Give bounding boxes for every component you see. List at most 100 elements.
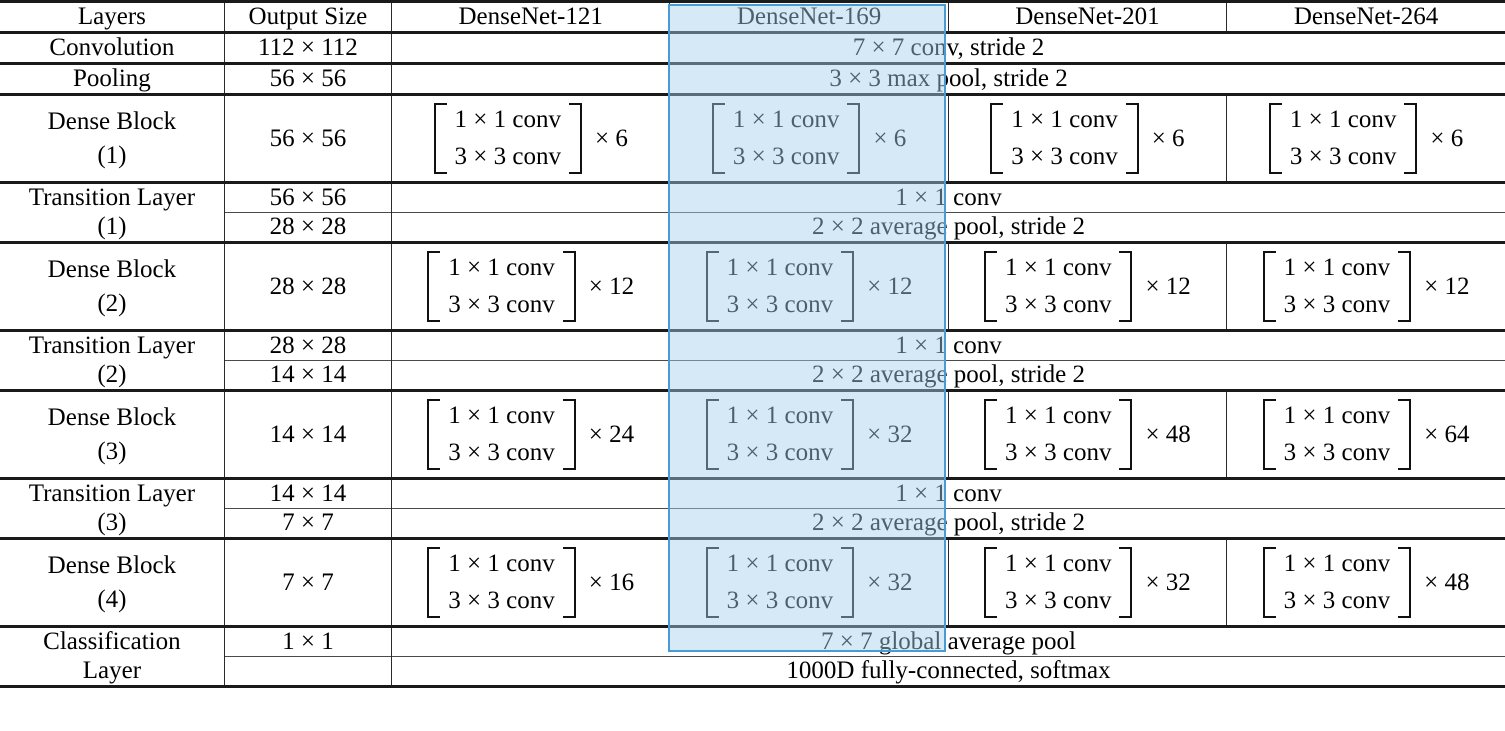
bracket-left-icon	[705, 251, 719, 322]
table-row-transition-layer-3a: Transition Layer 14 × 14 1 × 1 conv	[0, 477, 1505, 509]
block-cell-densenet-201: 1 × 1 conv 3 × 3 conv × 12	[948, 241, 1228, 331]
table-row-dense-block-3: Dense Block (3) 14 × 14 1 × 1 conv 3 × 3…	[0, 389, 1505, 479]
bracket-right-icon	[562, 251, 576, 322]
repeat-multiplier: × 32	[867, 420, 913, 448]
bracket-group: 1 × 1 conv 3 × 3 conv	[705, 251, 855, 322]
layer-name-sub: (4)	[97, 585, 127, 613]
span-description: 1 × 1 conv	[391, 477, 1505, 509]
output-size: 56 × 56	[223, 62, 393, 95]
conv-line-2: 3 × 3 conv	[1283, 439, 1391, 466]
bracket-left-icon	[984, 399, 997, 470]
header-cell-densenet-264: DenseNet-264	[1226, 0, 1505, 33]
layer-name-sub: Layer	[0, 656, 225, 688]
layer-name: Transition Layer	[0, 181, 225, 213]
table-header-row: Layers Output Size DenseNet-121 DenseNet…	[0, 0, 1505, 33]
conv-line-2: 3 × 3 conv	[1005, 291, 1112, 318]
span-description: 3 × 3 max pool, stride 2	[391, 62, 1505, 95]
header-cell-layers: Layers	[0, 0, 225, 33]
bracket-group: 1 × 1 conv 3 × 3 conv	[1262, 251, 1412, 322]
bracket-group: 1 × 1 conv 3 × 3 conv	[433, 103, 582, 174]
conv-line-2: 3 × 3 conv	[1283, 291, 1391, 318]
conv-line-1: 1 × 1 conv	[732, 106, 840, 133]
block-cell-densenet-121: 1 × 1 conv 3 × 3 conv × 24	[391, 389, 671, 479]
conv-line-2: 3 × 3 conv	[1289, 143, 1397, 170]
bracket-left-icon	[427, 399, 441, 470]
conv-line-1: 1 × 1 conv	[454, 106, 561, 133]
layer-name-sub: (2)	[97, 289, 127, 317]
table-row-pooling: Pooling 56 × 56 3 × 3 max pool, stride 2	[0, 62, 1505, 95]
conv-line-1: 1 × 1 conv	[1005, 254, 1112, 281]
block-cell-densenet-264: 1 × 1 conv 3 × 3 conv × 12	[1226, 241, 1505, 331]
bracket-left-icon	[705, 547, 719, 618]
bracket-left-icon	[984, 547, 997, 618]
table-row-dense-block-4: Dense Block (4) 7 × 7 1 × 1 conv 3 × 3 c…	[0, 537, 1505, 627]
conv-line-2: 3 × 3 conv	[726, 439, 834, 466]
conv-line-1: 1 × 1 conv	[448, 550, 555, 577]
conv-line-1: 1 × 1 conv	[448, 402, 555, 429]
repeat-multiplier: × 12	[588, 272, 635, 300]
conv-line-1: 1 × 1 conv	[726, 402, 834, 429]
repeat-multiplier: × 12	[1424, 272, 1470, 300]
conv-line-2: 3 × 3 conv	[448, 439, 555, 466]
block-cell-densenet-169: 1 × 1 conv 3 × 3 conv × 32	[669, 537, 949, 627]
table-row-transition-layer-3b: (3) 7 × 7 2 × 2 average pool, stride 2	[0, 508, 1505, 539]
layer-name: Classification	[0, 625, 225, 657]
conv-line-1: 1 × 1 conv	[448, 254, 555, 281]
conv-line-1: 1 × 1 conv	[1283, 550, 1391, 577]
layer-name: Transition Layer	[0, 329, 225, 361]
bracket-left-icon	[433, 103, 447, 174]
bracket-group: 1 × 1 conv 3 × 3 conv	[984, 547, 1133, 618]
layer-name: Pooling	[0, 62, 225, 95]
layer-name-cell: Dense Block (3)	[0, 389, 225, 479]
output-size: 56 × 56	[223, 181, 393, 213]
repeat-multiplier: × 32	[867, 568, 913, 596]
conv-line-2: 3 × 3 conv	[448, 291, 555, 318]
output-size: 112 × 112	[223, 31, 393, 64]
output-size: 56 × 56	[223, 93, 393, 183]
header-cell-densenet-201: DenseNet-201	[948, 0, 1228, 33]
bracket-right-icon	[568, 103, 582, 174]
conv-line-2: 3 × 3 conv	[454, 143, 561, 170]
block-cell-densenet-264: 1 × 1 conv 3 × 3 conv × 6	[1226, 93, 1505, 183]
conv-line-2: 3 × 3 conv	[1005, 587, 1112, 614]
span-description: 7 × 7 global average pool	[391, 625, 1505, 657]
block-cell-densenet-264: 1 × 1 conv 3 × 3 conv × 64	[1226, 389, 1505, 479]
repeat-multiplier: × 48	[1424, 568, 1470, 596]
bracket-group: 1 × 1 conv 3 × 3 conv	[705, 547, 855, 618]
conv-line-2: 3 × 3 conv	[726, 291, 834, 318]
bracket-right-icon	[1398, 547, 1412, 618]
output-size: 1 × 1	[223, 625, 393, 657]
conv-line-2: 3 × 3 conv	[726, 587, 834, 614]
bracket-right-icon	[841, 547, 855, 618]
output-size: 28 × 28	[223, 241, 393, 331]
output-size: 14 × 14	[223, 389, 393, 479]
bracket-left-icon	[984, 251, 997, 322]
bracket-group: 1 × 1 conv 3 × 3 conv	[984, 251, 1133, 322]
block-cell-densenet-169: 1 × 1 conv 3 × 3 conv × 12	[669, 241, 949, 331]
bracket-right-icon	[847, 103, 861, 174]
repeat-multiplier: × 48	[1145, 420, 1191, 448]
conv-line-2: 3 × 3 conv	[1011, 143, 1118, 170]
densenet-architecture-table: Layers Output Size DenseNet-121 DenseNet…	[0, 0, 1505, 688]
bracket-left-icon	[427, 547, 441, 618]
bracket-right-icon	[1398, 399, 1412, 470]
bracket-left-icon	[705, 399, 719, 470]
bracket-right-icon	[562, 547, 576, 618]
table-row-classification-a: Classification 1 × 1 7 × 7 global averag…	[0, 625, 1505, 657]
bracket-left-icon	[1262, 251, 1276, 322]
bracket-group: 1 × 1 conv 3 × 3 conv	[427, 251, 576, 322]
output-size: 14 × 14	[223, 360, 393, 391]
repeat-multiplier: × 6	[1151, 124, 1185, 152]
table-row-transition-layer-1a: Transition Layer 56 × 56 1 × 1 conv	[0, 181, 1505, 213]
block-cell-densenet-201: 1 × 1 conv 3 × 3 conv × 48	[948, 389, 1228, 479]
bracket-right-icon	[1119, 399, 1133, 470]
bracket-left-icon	[990, 103, 1004, 174]
span-description: 2 × 2 average pool, stride 2	[391, 212, 1505, 243]
span-description: 1000D fully-connected, softmax	[391, 656, 1505, 688]
block-cell-densenet-121: 1 × 1 conv 3 × 3 conv × 12	[391, 241, 671, 331]
layer-name: Dense Block	[47, 403, 177, 431]
bracket-group: 1 × 1 conv 3 × 3 conv	[705, 399, 855, 470]
bracket-right-icon	[1119, 547, 1133, 618]
bracket-right-icon	[841, 399, 855, 470]
